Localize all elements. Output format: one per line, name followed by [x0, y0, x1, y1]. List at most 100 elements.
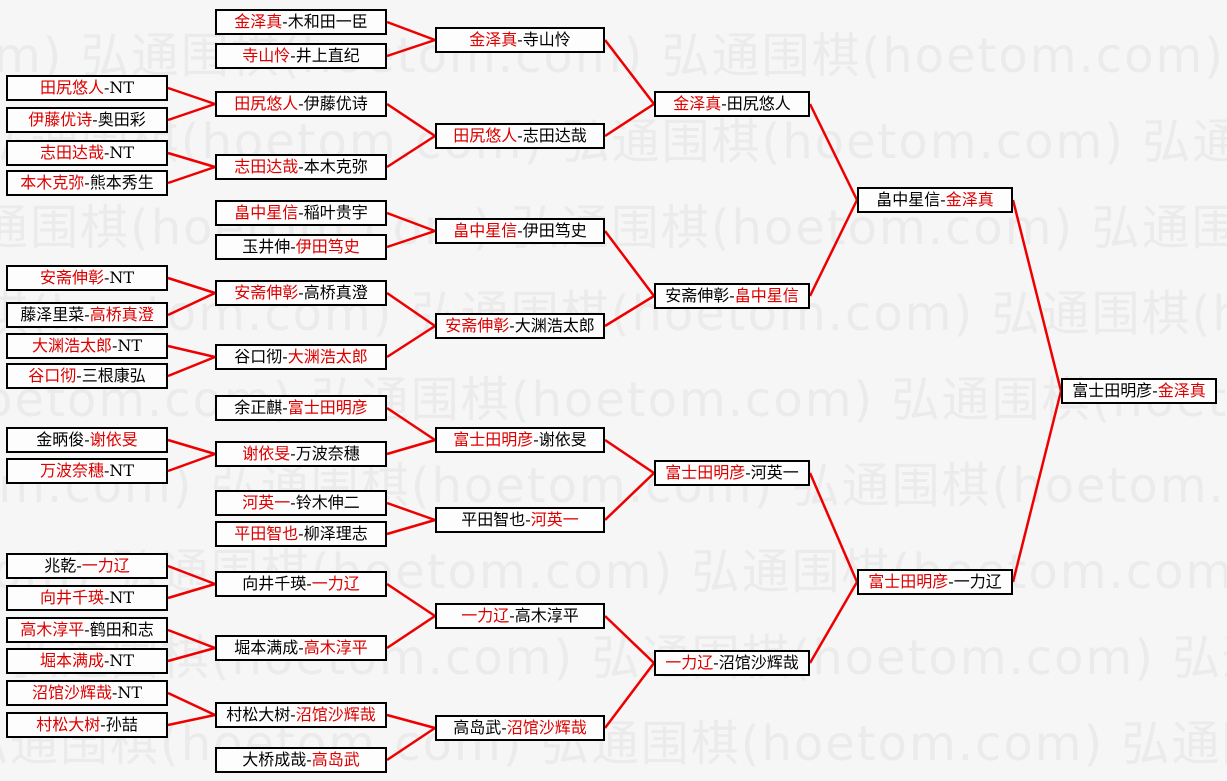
separator: - [290, 444, 296, 463]
player-left: 谢依旻 [242, 444, 291, 463]
separator: - [290, 705, 296, 724]
player-right: 河英一 [530, 510, 579, 529]
match-box-semifinal-1: 富士田明彦-一力辽 [857, 569, 1013, 595]
separator: - [298, 203, 304, 222]
separator: - [290, 493, 296, 512]
bracket-line [167, 344, 216, 359]
player-left: 金昞俊 [36, 430, 85, 449]
player-left: 平田智也 [234, 524, 299, 543]
player-left: 大桥成哉 [242, 750, 307, 769]
separator: - [282, 398, 288, 417]
player-left: 高木淳平 [20, 620, 85, 639]
watermark-text: 弘通围棋(hoetom.com) 弘通围棋(hoetom.com) 弘通围棋(h… [0, 630, 1227, 686]
separator: - [509, 606, 515, 625]
match-box-round-3-5: 平田智也-河英一 [435, 507, 605, 533]
player-right: 一力辽 [81, 556, 130, 575]
bracket-line [604, 102, 655, 138]
player-right: 河英一 [750, 463, 799, 482]
bracket-line [386, 20, 436, 42]
match-box-round-1-5: 藤泽里菜-高桥真澄 [6, 302, 168, 328]
bracket-line [167, 165, 216, 185]
player-right: 沼馆沙辉哉 [295, 705, 376, 724]
match-box-quarterfinal-0: 金泽真-田尻悠人 [654, 91, 810, 117]
player-left: 安斋伸彰 [445, 316, 510, 335]
player-right: 大渊浩太郎 [514, 316, 595, 335]
match-box-round-3-7: 高岛武-沼馆沙辉哉 [435, 715, 605, 741]
separator: - [282, 12, 288, 31]
match-box-round-1-6: 大渊浩太郎-NT [6, 333, 168, 359]
bracket-line [808, 199, 859, 297]
bracket-line [1011, 390, 1063, 583]
player-right: NT [117, 336, 143, 355]
player-right: 谢依旻 [89, 430, 138, 449]
bracket-line [386, 324, 436, 359]
player-left: 富士田明彦 [453, 430, 534, 449]
player-left: 伊藤优诗 [28, 110, 93, 129]
player-left: 志田达哉 [234, 157, 299, 176]
player-left: 富士田明彦 [1072, 381, 1153, 400]
player-left: 谷口彻 [28, 366, 77, 385]
player-right: 熊本秀生 [89, 173, 154, 192]
bracket-line [386, 501, 436, 522]
bracket-line [386, 726, 436, 762]
separator: - [713, 653, 719, 672]
match-box-round-3-0: 金泽真-寺山怜 [435, 27, 605, 53]
match-box-round-2-9: 谢依旻-万波奈穗 [215, 441, 387, 467]
player-right: 田尻悠人 [726, 94, 791, 113]
match-box-round-2-2: 田尻悠人-伊藤优诗 [215, 91, 387, 117]
player-right: 高木淳平 [514, 606, 579, 625]
separator: - [1152, 381, 1158, 400]
separator: - [517, 30, 523, 49]
player-right: NT [109, 268, 135, 287]
player-right: 伊田笃史 [522, 221, 587, 240]
separator: - [721, 94, 727, 113]
player-right: 高木淳平 [303, 638, 368, 657]
separator: - [84, 620, 90, 639]
player-right: 富士田明彦 [287, 398, 368, 417]
match-box-round-1-1: 伊藤优诗-奥田彩 [6, 107, 168, 133]
match-box-round-1-2: 志田达哉-NT [6, 140, 168, 166]
separator: - [517, 221, 523, 240]
bracket-line [386, 291, 436, 328]
player-right: 高桥真澄 [89, 305, 154, 324]
match-box-round-2-5: 玉井伸-伊田笃史 [215, 234, 387, 260]
match-box-round-2-0: 金泽真-木和田一臣 [215, 9, 387, 35]
player-left: 余正麒 [234, 398, 283, 417]
separator: - [84, 305, 90, 324]
match-box-round-3-6: 一力辽-高木淳平 [435, 603, 605, 629]
bracket-line [167, 151, 216, 169]
bracket-line [167, 691, 216, 717]
match-box-round-1-10: 兆乾-一力辽 [6, 553, 168, 579]
player-right: 三根康弘 [81, 366, 146, 385]
separator: - [290, 237, 296, 256]
player-left: 田尻悠人 [39, 78, 104, 97]
match-box-semifinal-0: 畠中星信-金泽真 [857, 187, 1013, 213]
player-left: 兆乾 [44, 556, 77, 575]
separator: - [84, 173, 90, 192]
bracket-line [167, 452, 216, 473]
player-left: 万波奈穗 [39, 461, 104, 480]
bracket-line [386, 211, 436, 233]
player-right: 谢依旻 [538, 430, 587, 449]
separator: - [948, 572, 954, 591]
bracket-line [167, 713, 216, 727]
player-left: 堀本满成 [234, 638, 299, 657]
player-left: 志田达哉 [39, 143, 104, 162]
player-left: 平田智也 [461, 510, 526, 529]
match-box-round-2-6: 安斋伸彰-高桥真澄 [215, 280, 387, 306]
watermark-text: 弘通围棋(hoetom.com) 弘通围棋(hoetom.com) 弘通围棋(h… [0, 544, 1227, 600]
bracket-line [167, 86, 216, 106]
match-box-round-2-14: 村松大树-沼馆沙辉哉 [215, 702, 387, 728]
bracket-line [167, 582, 216, 600]
separator: - [92, 110, 98, 129]
player-right: 寺山怜 [522, 30, 571, 49]
bracket-line [167, 355, 216, 378]
bracket-line [604, 662, 655, 729]
player-left: 一力辽 [461, 606, 510, 625]
bracket-line [808, 103, 859, 201]
player-right: 沼馆沙辉哉 [506, 718, 587, 737]
player-right: 金泽真 [1157, 381, 1206, 400]
player-left: 安斋伸彰 [39, 268, 104, 287]
